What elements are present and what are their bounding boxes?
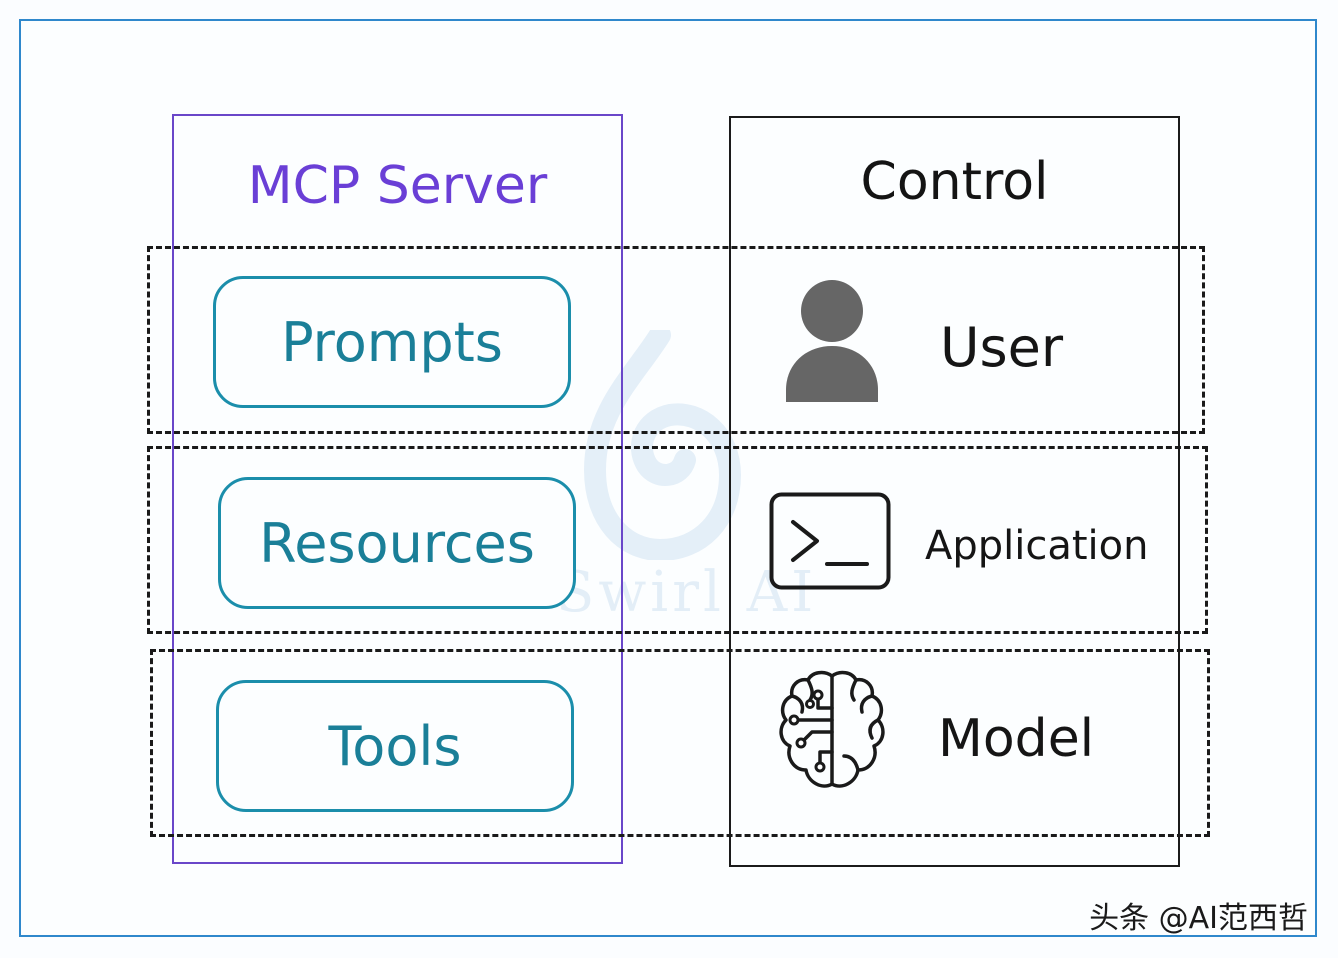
author-credit: 头条 @AI范西哲: [1089, 901, 1308, 936]
terminal-icon: [769, 492, 891, 590]
user-label: User: [940, 316, 1064, 379]
swirl-watermark-icon: [583, 330, 742, 560]
row-band-tools-model: [150, 649, 1210, 837]
tools-box: Tools: [216, 680, 574, 812]
brain-icon: [779, 670, 885, 788]
control-title: Control: [860, 152, 1049, 212]
mcp-server-title: MCP Server: [247, 156, 548, 216]
control-column: Control: [729, 116, 1180, 867]
row-band-resources-application: [147, 446, 1208, 634]
model-label: Model: [938, 709, 1095, 769]
resources-box: Resources: [218, 477, 576, 609]
prompts-box: Prompts: [213, 276, 571, 408]
row-band-prompts-user: [147, 246, 1205, 434]
mcp-server-column: MCP Server: [172, 114, 623, 864]
application-label: Application: [925, 523, 1149, 569]
user-icon: [786, 280, 878, 402]
